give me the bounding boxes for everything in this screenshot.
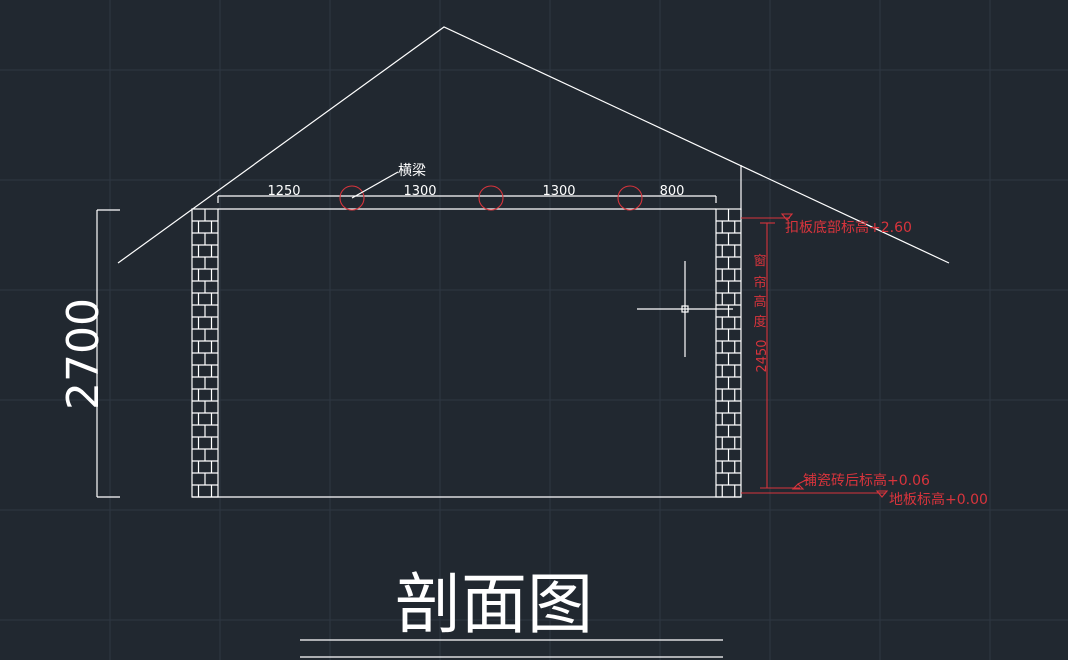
beam-marker-3[interactable] — [617, 185, 643, 211]
beam-leader[interactable] — [351, 171, 399, 199]
tile-elevation-marker[interactable] — [791, 483, 805, 490]
ceiling-elevation-marker[interactable] — [780, 213, 794, 221]
drawing-title: 剖面图 — [395, 566, 593, 643]
height-dimension[interactable] — [96, 209, 120, 498]
roof-outline[interactable] — [117, 26, 950, 264]
left-brick-wall[interactable] — [191, 208, 219, 498]
beam-marker-1[interactable] — [339, 185, 365, 211]
ceiling-elevation-label: 扣板底部标高+2.60 — [785, 219, 912, 236]
height-label: 2700 — [58, 298, 109, 410]
crosshair-cursor-icon — [637, 261, 733, 357]
span-label-2: 1300 — [403, 184, 436, 199]
span-label-3: 1300 — [542, 184, 575, 199]
beam-label: 横梁 — [398, 163, 426, 179]
span-dimension[interactable]: 1250 1300 1300 800 — [217, 184, 717, 203]
right-brick-wall[interactable] — [715, 208, 742, 498]
curtain-label-3: 高 — [753, 294, 766, 310]
curtain-label-4: 度 — [753, 314, 766, 330]
curtain-height-label: 2450 — [755, 339, 770, 372]
tile-elevation-label: 铺瓷砖后标高+0.06 — [803, 472, 930, 489]
span-label-4: 800 — [660, 184, 685, 199]
beam-marker-2[interactable] — [478, 185, 504, 211]
span-label-1: 1250 — [267, 184, 300, 199]
curtain-label-2: 帘 — [753, 275, 766, 291]
floor-elevation-label: 地板标高+0.00 — [889, 491, 988, 508]
curtain-label-1: 窗 — [753, 253, 766, 269]
floor-elevation-marker[interactable] — [875, 490, 889, 498]
